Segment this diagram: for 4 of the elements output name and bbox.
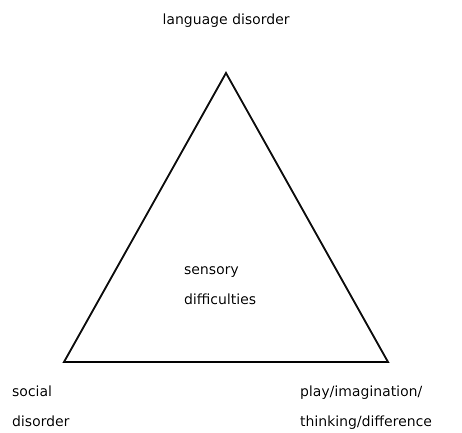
node-text: sensory difficulties [184, 261, 258, 310]
corner-label: language disorder [161, 11, 291, 30]
corner-label: play/imagination/ thinking/difference [300, 383, 433, 432]
corner-label: social disorder [12, 383, 70, 432]
